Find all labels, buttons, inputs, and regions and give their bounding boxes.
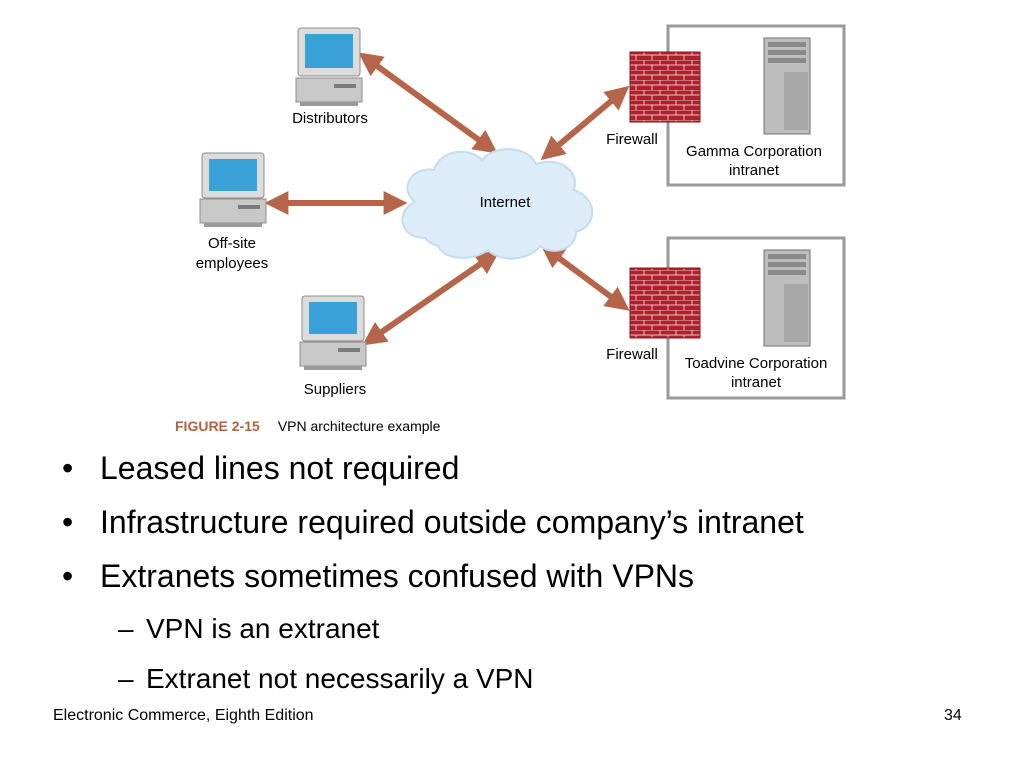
- suppliers-computer: [299, 295, 367, 370]
- arrow-suppliers-internet: [362, 250, 500, 346]
- internet-label: Internet: [480, 194, 532, 211]
- monitor-screen: [209, 159, 257, 191]
- offsite-computer: [199, 152, 267, 227]
- toadvine-label-line2: intranet: [731, 374, 782, 391]
- internet-cloud: Internet: [401, 148, 594, 260]
- firewall-top-icon: [629, 51, 701, 123]
- offsite-label-line1: Off-site: [208, 235, 256, 252]
- arrow-internet-firewall-top: [540, 85, 630, 161]
- sub-bullet-item: Extranet not necessarily a VPN: [60, 662, 1000, 695]
- sub-bullet-item: VPN is an extranet: [60, 612, 1000, 645]
- vpn-architecture-diagram: Internet Distributors Off-site employees…: [196, 24, 846, 400]
- bullet-item: Extranets sometimes confused with VPNs: [60, 558, 1000, 595]
- footer-title: Electronic Commerce, Eighth Edition: [53, 707, 314, 724]
- firewall-bottom-label: Firewall: [606, 346, 658, 363]
- bullet-item: Infrastructure required outside company’…: [60, 504, 1000, 541]
- distributors-computer: [295, 27, 363, 106]
- bullet-item: Leased lines not required: [60, 450, 1000, 487]
- monitor-screen: [309, 302, 357, 334]
- firewall-bottom-icon: [629, 267, 701, 339]
- cloud-icon: [401, 148, 594, 260]
- page-number: 34: [944, 707, 962, 724]
- gamma-label-line1: Gamma Corporation: [686, 143, 822, 160]
- figure-number: FIGURE 2-15: [175, 418, 260, 434]
- gamma-server-icon: [763, 37, 811, 135]
- figure-caption: FIGURE 2-15 VPN architecture example: [175, 418, 440, 434]
- toadvine-server-icon: [763, 249, 811, 347]
- gamma-label-line2: intranet: [729, 162, 780, 179]
- arrow-distributors-internet: [358, 52, 498, 154]
- figure-title: VPN architecture example: [277, 418, 441, 434]
- firewall-top-label: Firewall: [606, 131, 658, 148]
- arrow-internet-firewall-bottom: [540, 244, 630, 311]
- toadvine-label-line1: Toadvine Corporation: [685, 355, 828, 372]
- monitor-screen: [305, 34, 353, 68]
- bullet-list: Leased lines not required Infrastructure…: [60, 450, 1000, 712]
- distributors-label: Distributors: [292, 110, 368, 127]
- suppliers-label: Suppliers: [304, 381, 367, 398]
- offsite-label-line2: employees: [196, 255, 269, 272]
